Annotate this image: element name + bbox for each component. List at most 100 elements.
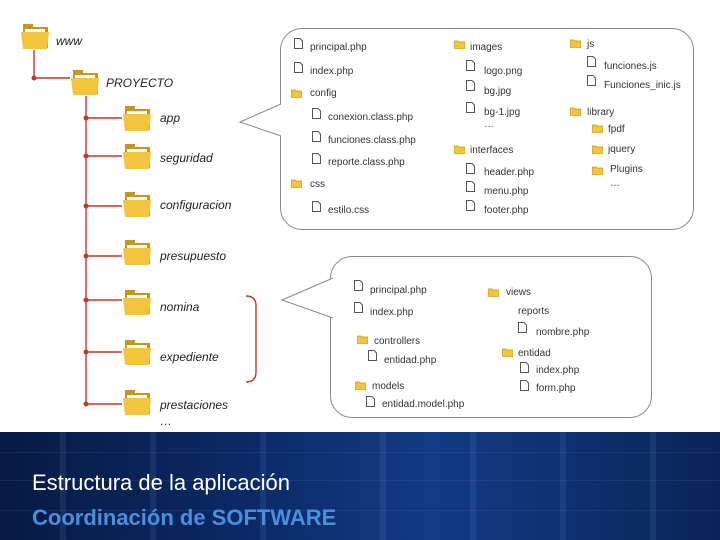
views-folder-entidad: entidad <box>518 348 551 359</box>
footer-subtitle: Coordinación de SOFTWARE <box>32 505 337 530</box>
file-icon[interactable] <box>587 56 596 67</box>
module-branch-lines <box>86 117 122 405</box>
footer-title: Estructura de la aplicación <box>32 470 291 495</box>
folder-icon-configuracion[interactable] <box>122 190 152 218</box>
root-folder-label: www <box>56 34 82 48</box>
file-icon[interactable] <box>518 322 527 333</box>
folder-icon-entidad[interactable] <box>502 348 513 357</box>
project-folder-label: PROYECTO <box>106 76 174 90</box>
file-icon[interactable] <box>466 181 475 192</box>
file-icon[interactable] <box>312 153 321 164</box>
folder-icon-prestaciones[interactable] <box>122 388 152 416</box>
config-file-conexion: conexion.class.php <box>328 112 414 123</box>
file-icon[interactable] <box>466 60 475 71</box>
app-folder-css: css <box>310 179 325 190</box>
library-item-fpdf: fpdf <box>608 124 625 135</box>
file-icon[interactable] <box>294 38 303 49</box>
library-item-jquery: jquery <box>608 144 636 155</box>
file-icon[interactable] <box>466 163 475 174</box>
module-label-seguridad: seguridad <box>160 151 213 165</box>
file-icon[interactable] <box>312 131 321 142</box>
folder-icon-nomina[interactable] <box>122 288 152 316</box>
footer-band <box>0 432 720 540</box>
config-file-reporte: reporte.class.php <box>328 157 405 168</box>
module-folder-models: models <box>372 381 405 392</box>
file-icon[interactable] <box>354 280 363 291</box>
file-icon[interactable] <box>312 108 321 119</box>
module-bracket <box>245 295 257 383</box>
app-file-index: index.php <box>310 66 354 77</box>
config-file-funciones: funciones.class.php <box>328 135 416 146</box>
file-icon[interactable] <box>368 350 377 361</box>
folder-icon-app[interactable] <box>122 104 152 132</box>
interfaces-file-footer: footer.php <box>484 205 529 216</box>
module-file-principal: principal.php <box>370 285 427 296</box>
file-icon[interactable] <box>312 201 321 212</box>
file-icon[interactable] <box>294 62 303 73</box>
module-structure-bubble <box>330 256 652 418</box>
folder-icon-css[interactable] <box>291 179 302 188</box>
bubble-pointer <box>238 103 282 137</box>
folder-icon-views[interactable] <box>488 288 499 297</box>
reports-file-nombre: nombre.php <box>536 327 590 338</box>
images-file-bg1: bg-1.jpg <box>484 107 521 118</box>
views-folder-reports: reports <box>518 306 550 317</box>
file-icon[interactable] <box>466 102 475 113</box>
module-label-prestaciones: prestaciones <box>160 398 229 412</box>
folder-icon-models[interactable] <box>355 381 366 390</box>
module-file-index: index.php <box>370 307 414 318</box>
module-label-presupuesto: presupuesto <box>160 249 227 263</box>
folder-icon-config[interactable] <box>291 89 302 98</box>
interfaces-file-menu: menu.php <box>484 186 529 197</box>
file-icon[interactable] <box>354 302 363 313</box>
library-item-plugins: Plugins <box>610 164 643 175</box>
folder-icon-seguridad[interactable] <box>122 142 152 170</box>
folder-icon-plugins[interactable] <box>592 166 603 175</box>
folder-icon-jquery[interactable] <box>592 145 603 154</box>
file-icon[interactable] <box>587 75 596 86</box>
file-icon[interactable] <box>520 380 529 391</box>
models-file-entidad: entidad.model.php <box>382 399 465 410</box>
images-file-bg: bg.jpg <box>484 86 512 97</box>
app-structure-bubble <box>280 28 694 230</box>
app-file-principal: principal.php <box>310 42 367 53</box>
folder-icon-presupuesto[interactable] <box>122 238 152 266</box>
interfaces-file-header: header.php <box>484 167 535 178</box>
modules-more-ellipsis: … <box>160 414 172 428</box>
module-folder-views: views <box>506 287 532 298</box>
file-icon[interactable] <box>366 396 375 407</box>
module-folder-controllers: controllers <box>374 336 421 347</box>
images-more-ellipsis: … <box>484 119 494 130</box>
module-label-configuracion: configuracion <box>160 198 232 212</box>
tree-lines <box>31 50 257 407</box>
library-more-ellipsis: … <box>610 178 620 189</box>
folder-icon-library[interactable] <box>570 107 581 116</box>
entidad-file-form: form.php <box>536 383 576 394</box>
js-file-funciones-inic: Funciones_inic.js <box>604 80 681 91</box>
module-bubble-pointer <box>280 277 334 319</box>
app-folder-js: js <box>587 39 595 50</box>
folder-icon-fpdf[interactable] <box>592 124 603 133</box>
controllers-file-entidad: entidad.php <box>384 355 437 366</box>
module-label-app: app <box>160 111 181 125</box>
images-file-logo: logo.png <box>484 66 523 77</box>
module-label-expediente: expediente <box>160 350 219 364</box>
app-folder-interfaces: interfaces <box>470 145 514 156</box>
folder-icon-images[interactable] <box>454 40 465 49</box>
folder-icon-expediente[interactable] <box>122 338 152 366</box>
file-icon[interactable] <box>466 80 475 91</box>
root-to-project-line <box>33 50 70 79</box>
css-file-estilo: estilo.css <box>328 205 370 216</box>
folder-icon-controllers[interactable] <box>357 335 368 344</box>
folder-icon-interfaces[interactable] <box>454 145 465 154</box>
folder-icon-www[interactable] <box>20 22 50 50</box>
file-icon[interactable] <box>466 200 475 211</box>
app-folder-images: images <box>470 42 503 53</box>
entidad-file-index: index.php <box>536 365 580 376</box>
folder-icon-js[interactable] <box>570 39 581 48</box>
module-label-nomina: nomina <box>160 300 200 314</box>
folder-icon-proyecto[interactable] <box>70 68 100 96</box>
js-file-funciones: funciones.js <box>604 61 657 72</box>
file-icon[interactable] <box>520 362 529 373</box>
app-folder-config: config <box>310 88 337 99</box>
